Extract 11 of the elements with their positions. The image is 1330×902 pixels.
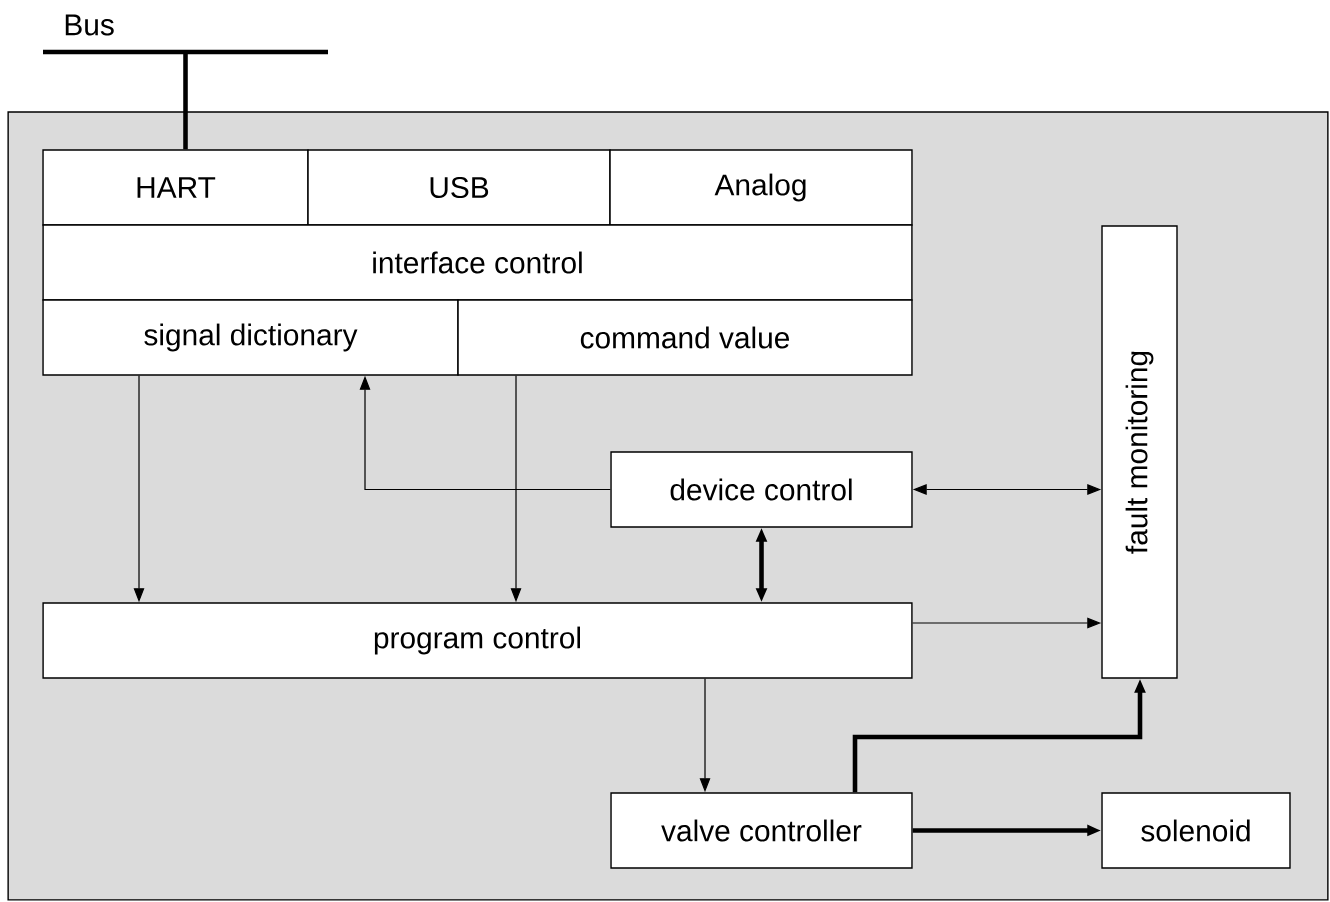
- process-box: command value: [457, 299, 913, 376]
- process-box: program control: [42, 602, 913, 679]
- process-box: Analog: [609, 149, 913, 226]
- process-box: solenoid: [1101, 792, 1291, 869]
- process-box: signal dictionary: [42, 299, 459, 376]
- bus-label: Bus: [65, 14, 114, 36]
- process-box: HART: [42, 149, 309, 226]
- process-box: device control: [610, 451, 913, 528]
- process-box: valve controller: [610, 792, 913, 869]
- process-box: USB: [307, 149, 611, 226]
- process-box: fault monitoring: [1101, 225, 1178, 679]
